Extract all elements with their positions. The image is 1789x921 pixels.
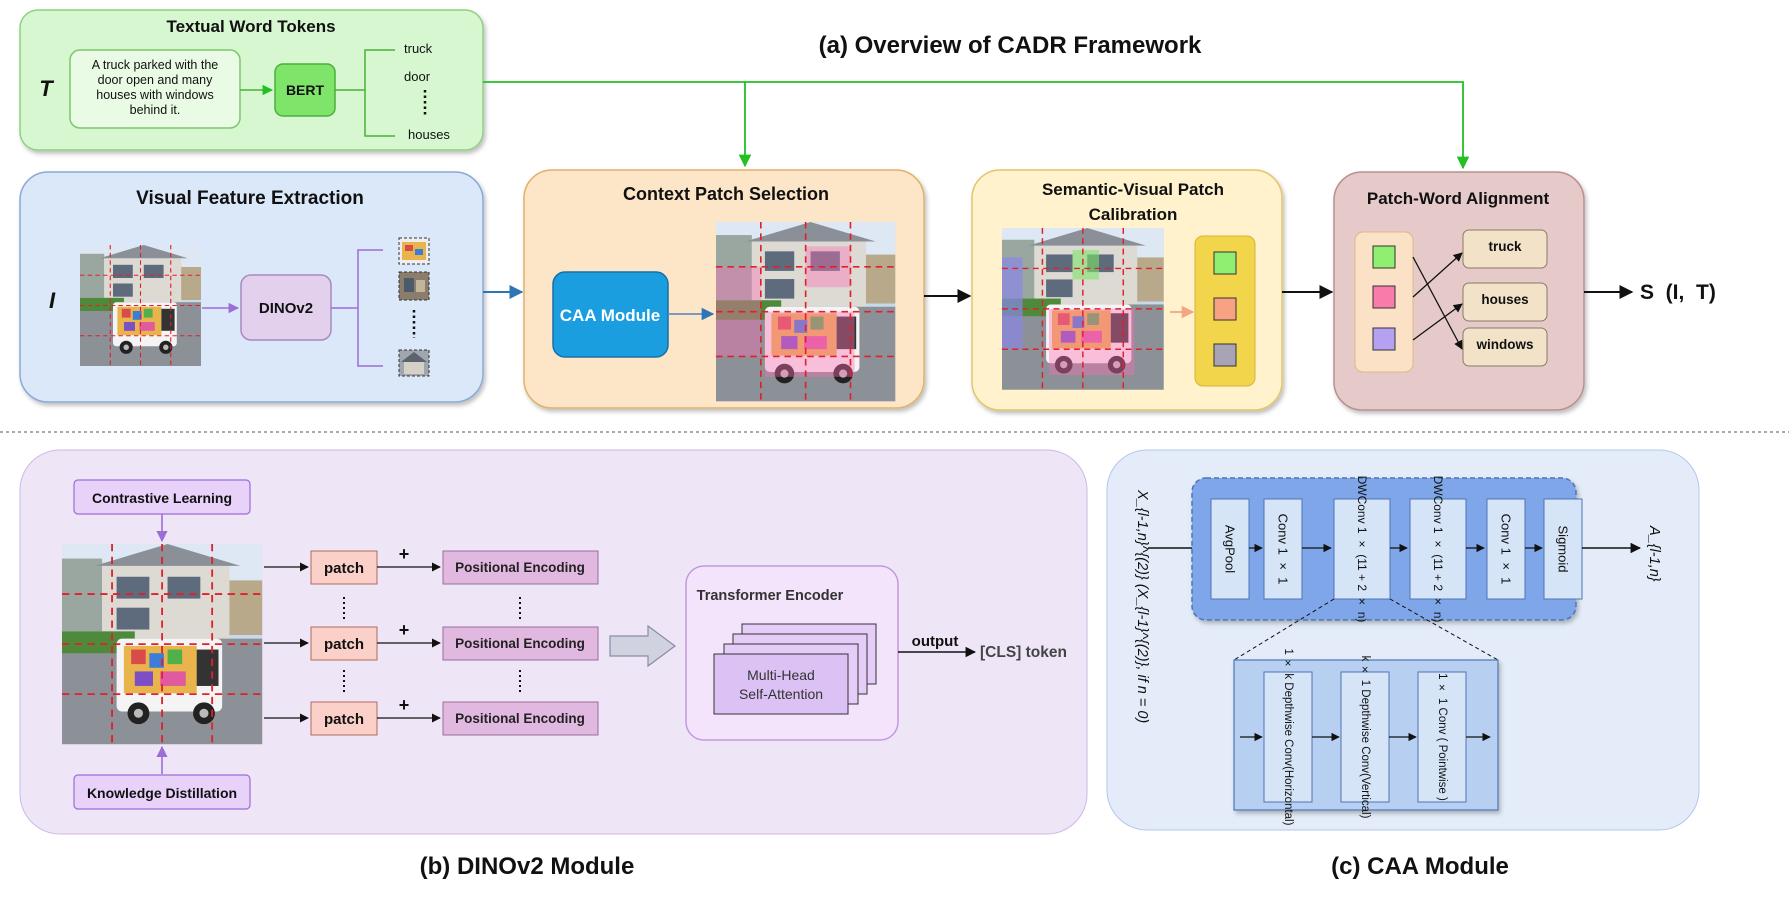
calibration-panel: Semantic-Visual Patch Calibration — [971, 169, 1283, 411]
plus-row-3: + — [399, 695, 410, 715]
caa-module-panel: X_{l-1,n}^{(2)} (X_{l-1}^{(2)}, if n = 0… — [1106, 449, 1700, 831]
patch-row-3: patch — [324, 711, 364, 728]
caa-output-label: A_{l-1,n} — [1646, 525, 1662, 582]
calibration-title-1: Semantic-Visual Patch — [1042, 180, 1224, 199]
token-door: door — [404, 69, 431, 84]
align-word-houses: houses — [1481, 292, 1528, 307]
patch-token-2 — [398, 271, 430, 301]
similarity-output: S (I, T) — [1640, 281, 1716, 304]
caa-block-sigmoid: Sigmoid — [1556, 526, 1571, 573]
align-word-truck: truck — [1488, 239, 1522, 254]
attention-line-1: Multi-Head — [747, 667, 815, 683]
align-word-windows: windows — [1476, 337, 1534, 352]
caa-block-avgpool: AvgPool — [1223, 525, 1238, 573]
caa-module-caption: (c) CAA Module — [1331, 853, 1509, 880]
transformer-encoder-title: Transformer Encoder — [697, 588, 844, 604]
text-tokens-panel: Textual Word Tokens T A truck parked wit… — [19, 9, 484, 151]
attention-line-2: Self-Attention — [739, 686, 823, 702]
cls-token-label: [CLS] token — [980, 644, 1067, 661]
text-tokens-title: Textual Word Tokens — [166, 17, 335, 36]
detail-vertical-conv: k × 1 Depthwise Conv(Vertical) — [1359, 656, 1371, 819]
detail-horizontal-conv: 1 × k Depthwise Conv(Horizontal) — [1282, 649, 1294, 826]
sentence-line-3: houses with windows — [96, 88, 213, 102]
plus-row-1: + — [399, 544, 410, 564]
visual-feature-title: Visual Feature Extraction — [136, 188, 364, 209]
output-label: output — [912, 633, 959, 650]
calibration-title-2: Calibration — [1089, 205, 1178, 224]
dinov2-module-panel: Contrastive Learning Knowledge Distillat… — [19, 449, 1088, 835]
detail-pointwise-conv: 1 × 1 Conv ( Pointwise ) — [1436, 673, 1448, 801]
knowledge-distillation-label: Knowledge Distillation — [87, 785, 237, 801]
pos-enc-row-2: Positional Encoding — [455, 636, 585, 651]
caa-block-conv1: Conv 1 × 1 — [1276, 514, 1291, 585]
text-feature-arrows — [483, 81, 1470, 170]
contrastive-learning-label: Contrastive Learning — [92, 490, 232, 506]
sentence-line-2: door open and many — [98, 73, 213, 87]
caa-block-dwconv1: DWConv 1 × (11 + 2 × n) — [1355, 476, 1369, 623]
selected-patches-image — [715, 221, 897, 403]
input-image — [79, 244, 202, 367]
calibrated-image — [1001, 227, 1165, 391]
pos-enc-row-3: Positional Encoding — [455, 711, 585, 726]
dinov2-input-image — [61, 543, 264, 746]
patch-row-2: patch — [324, 636, 364, 653]
text-input-symbol: T — [39, 76, 54, 101]
image-input-symbol: I — [49, 288, 56, 313]
patch-row-1: patch — [324, 560, 364, 577]
bert-label: BERT — [286, 82, 325, 98]
sentence-line-1: A truck parked with the — [92, 58, 219, 72]
token-houses: houses — [408, 127, 450, 142]
plus-row-2: + — [399, 620, 410, 640]
caa-module-label: CAA Module — [560, 306, 660, 325]
patch-token-3 — [398, 349, 430, 377]
svg-text:A_{l-1,n}: A_{l-1,n} — [1646, 525, 1662, 582]
overview-title: (a) Overview of CADR Framework — [819, 32, 1202, 59]
alignment-title: Patch-Word Alignment — [1367, 189, 1550, 208]
context-patch-panel: Context Patch Selection CAA Module — [523, 169, 925, 409]
pos-enc-row-1: Positional Encoding — [455, 560, 585, 575]
alignment-panel: Patch-Word Alignment truck houses window… — [1333, 171, 1585, 411]
dinov2-module-caption: (b) DINOv2 Module — [420, 853, 635, 880]
patch-token-1 — [398, 237, 430, 265]
sentence-line-4: behind it. — [130, 103, 181, 117]
context-patch-title: Context Patch Selection — [623, 184, 829, 204]
caa-block-conv2: Conv 1 × 1 — [1499, 514, 1514, 585]
token-truck: truck — [404, 41, 433, 56]
caa-block-dwconv2: DWConv 1 × (11 + 2 × n) — [1431, 476, 1445, 623]
svg-text:X_{l-1,n}^{(2)} (X_{l-1}^{(2)}: X_{l-1,n}^{(2)} (X_{l-1}^{(2)}, if n = 0… — [1134, 489, 1150, 723]
feed-arrow — [609, 624, 677, 668]
dinov2-label: DINOv2 — [259, 300, 313, 317]
visual-feature-panel: Visual Feature Extraction I DINOv2 — [19, 171, 484, 403]
caa-input-label: X_{l-1,n}^{(2)} (X_{l-1}^{(2)}, if n = 0… — [1134, 489, 1150, 723]
